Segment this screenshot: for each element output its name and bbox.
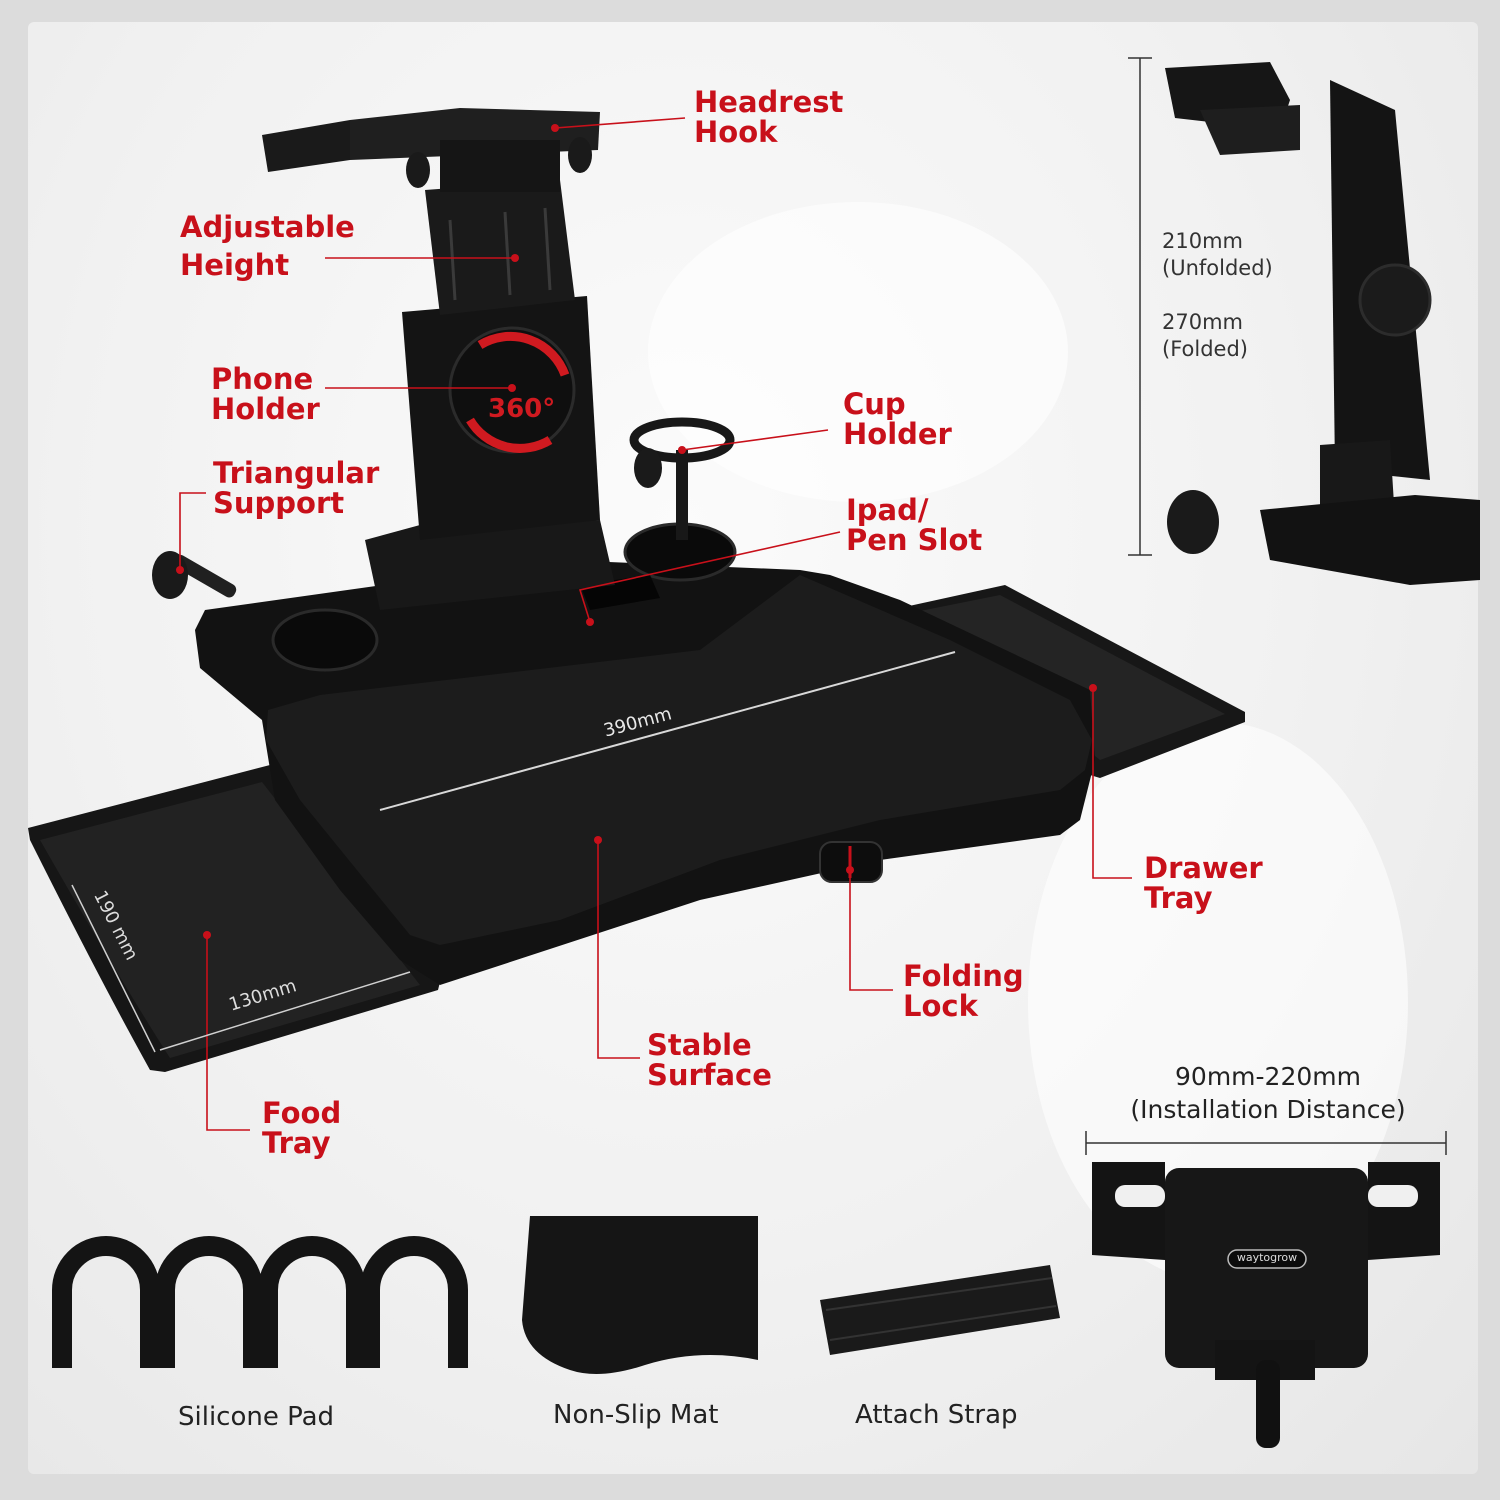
side-hook-plate: [1200, 105, 1300, 155]
side-tray: [1260, 495, 1480, 585]
label-phone-holder: Phone Holder: [211, 362, 320, 426]
food-tray-dim-lines: [71, 884, 411, 1053]
accessory-attach-strap: Attach Strap: [855, 1400, 1018, 1430]
accessory-non-slip-mat: Non-Slip Mat: [553, 1400, 719, 1430]
dim-height-unfolded: 210mm (Unfolded): [1162, 229, 1273, 280]
hook-knob-right: [568, 137, 592, 173]
hook-right-arm: [1368, 1162, 1440, 1260]
hook-latch: [1256, 1360, 1280, 1448]
hook-hinge: [440, 140, 560, 192]
hook-left-arm: [1092, 1162, 1165, 1260]
rotation-badge: 360°: [488, 394, 556, 424]
brand-logo-text: waytogrow: [1236, 1251, 1298, 1264]
height-slider: [425, 180, 575, 315]
arm-base: [365, 520, 615, 610]
drawer-tray-inner: [915, 595, 1225, 760]
stable-surface-mat: [266, 575, 1092, 945]
rotation-arrow-top: [477, 331, 570, 377]
silicone-pads: [52, 1236, 468, 1368]
label-food-tray: Food Tray: [262, 1096, 342, 1160]
dim-installation-distance: 90mm-220mm (Installation Distance): [1130, 1062, 1406, 1124]
hook-knob-left: [406, 152, 430, 188]
dim-height-folded: 270mm (Folded): [1162, 310, 1248, 361]
support-rod: [172, 554, 237, 598]
attach-strap: [820, 1265, 1060, 1355]
non-slip-mat: [522, 1216, 758, 1374]
hook-left-slot: [1115, 1185, 1165, 1207]
tray-width-line: [379, 651, 956, 811]
leader-lines: [179, 117, 1132, 1131]
cup-holder-knob: [634, 448, 662, 488]
cup-holder-stem: [676, 450, 688, 540]
label-adjustable-height: Adjustable Height: [180, 210, 355, 282]
leader-dots: [176, 124, 1097, 939]
label-folding-lock: Folding Lock: [903, 959, 1024, 1023]
label-drawer-tray: Drawer Tray: [1144, 851, 1263, 915]
side-knob: [1167, 490, 1219, 554]
label-headrest-hook: Headrest Hook: [694, 85, 844, 149]
cup-hole-left: [271, 608, 379, 672]
headrest-hook-left: [262, 120, 350, 172]
label-cup-holder: Cup Holder: [843, 387, 952, 451]
label-ipad-pen-slot: Ipad/ Pen Slot: [846, 493, 983, 557]
accessory-silicone-pad: Silicone Pad: [178, 1402, 335, 1432]
brand-badge: [1227, 1249, 1307, 1269]
food-tray-inner: [40, 782, 420, 1058]
side-disc: [1358, 263, 1432, 337]
hook-right-slot: [1368, 1185, 1418, 1207]
support-knob: [152, 551, 188, 599]
label-triangular-support: Triangular Support: [213, 456, 380, 520]
height-slider-notches: [448, 207, 552, 301]
label-stable-surface: Stable Surface: [647, 1028, 772, 1092]
rotation-arrow-bottom: [466, 417, 553, 453]
